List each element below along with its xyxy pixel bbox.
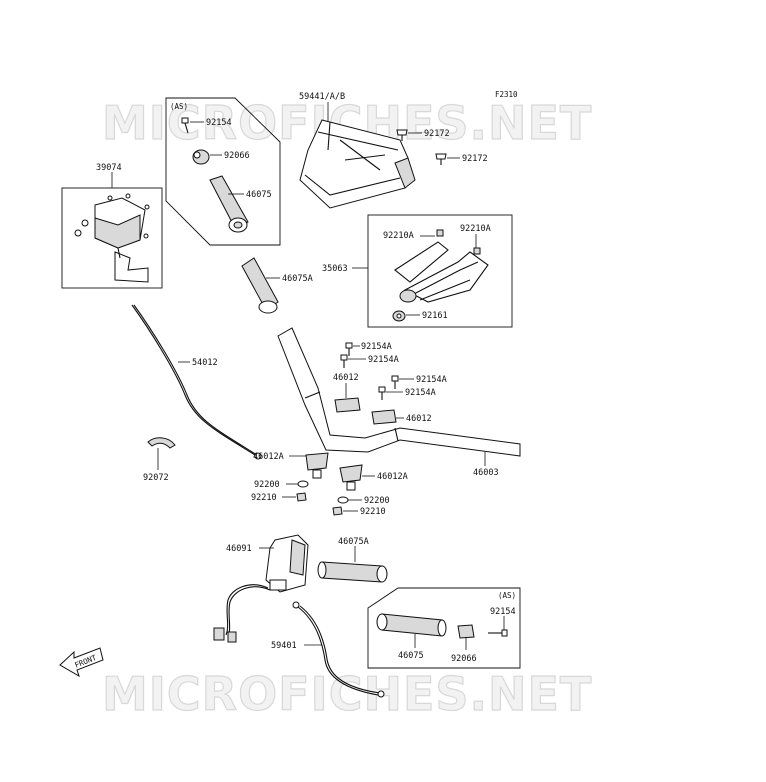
bolt-92154a-3	[391, 375, 399, 389]
switch-wire-harness	[213, 584, 271, 643]
label-35063: 35063	[322, 264, 348, 274]
throttle-case-part	[74, 193, 150, 283]
windshield-part	[299, 119, 416, 209]
label-46012a-left: 46012A	[253, 452, 284, 462]
weight-92066-top	[192, 149, 210, 165]
screw-92172-b	[435, 153, 447, 165]
watermark-top: MICROFICHES.NET	[102, 96, 592, 150]
clip-92072	[147, 437, 176, 449]
label-92154a-1: 92154A	[361, 342, 392, 352]
washer-92200-right	[337, 496, 349, 504]
brake-cable-59401	[292, 601, 385, 698]
weight-92066-bottom	[457, 624, 475, 639]
as-kit-box-top	[165, 97, 281, 246]
label-46075a-bottom: 46075A	[338, 537, 369, 547]
handguard-box	[367, 214, 513, 328]
holder-46012a-left	[305, 452, 329, 479]
clamp-46012-right	[371, 409, 397, 425]
handlebar-46003	[277, 327, 521, 457]
holder-46012a-right	[339, 464, 363, 491]
as-kit-box-bottom	[367, 587, 521, 669]
front-arrow-icon: FRONT	[59, 647, 104, 678]
label-92200-left: 92200	[254, 480, 280, 490]
label-46012-right: 46012	[406, 414, 432, 424]
label-as-top: (AS)	[170, 102, 188, 111]
label-46012a-right: 46012A	[377, 472, 408, 482]
bolt-92154-bottom	[488, 629, 508, 637]
label-59401: 59401	[271, 641, 297, 651]
bolt-92154a-4	[378, 386, 386, 400]
label-92154a-3: 92154A	[416, 375, 447, 385]
label-92154-top: 92154	[206, 118, 232, 128]
screw-92172-a	[396, 129, 408, 141]
grip-46075-top	[209, 175, 249, 233]
grip-46075a-top	[241, 257, 279, 314]
label-46012: 46012	[333, 373, 359, 383]
label-92172-b: 92172	[462, 154, 488, 164]
label-92066-bottom: 92066	[451, 654, 477, 664]
nut-92210-right	[332, 506, 343, 516]
bolt-92154a-2	[340, 354, 348, 368]
label-39074: 39074	[96, 163, 122, 173]
label-92154-bottom: 92154	[490, 607, 516, 617]
washer-92200-left	[297, 480, 309, 488]
label-as-bottom: (AS)	[498, 591, 516, 600]
label-54012: 54012	[192, 358, 218, 368]
label-92210a-1: 92210A	[383, 231, 414, 241]
label-46075a-top: 46075A	[282, 274, 313, 284]
watermark-bottom: MICROFICHES.NET	[102, 667, 592, 721]
label-46075-top: 46075	[246, 190, 272, 200]
label-46003: 46003	[473, 468, 499, 478]
label-46091: 46091	[226, 544, 252, 554]
grip-46075-bottom	[376, 613, 447, 637]
grip-46075a-bottom	[317, 561, 388, 583]
figure-id: F2310	[495, 90, 518, 99]
clamp-46012-left	[334, 397, 361, 413]
label-92200-right: 92200	[364, 496, 390, 506]
nut-92161	[392, 310, 406, 322]
bolt-92154a-1	[345, 342, 353, 356]
label-92154a-2: 92154A	[368, 355, 399, 365]
label-92072: 92072	[143, 473, 169, 483]
label-92154a-4: 92154A	[405, 388, 436, 398]
label-92210a-2: 92210A	[460, 224, 491, 234]
nut-92210-left	[296, 492, 307, 502]
label-92066-top: 92066	[224, 151, 250, 161]
label-92161: 92161	[422, 311, 448, 321]
label-92210-right: 92210	[360, 507, 386, 517]
label-92210-left: 92210	[251, 493, 277, 503]
throttle-cable-54012	[131, 304, 262, 460]
bolt-92154-top	[181, 117, 189, 134]
handguard-bracket-part	[394, 229, 489, 303]
label-92172-a: 92172	[424, 129, 450, 139]
switch-housing-46091	[265, 534, 309, 593]
label-59441: 59441/A/B	[299, 92, 345, 102]
label-46075-bottom: 46075	[398, 651, 424, 661]
